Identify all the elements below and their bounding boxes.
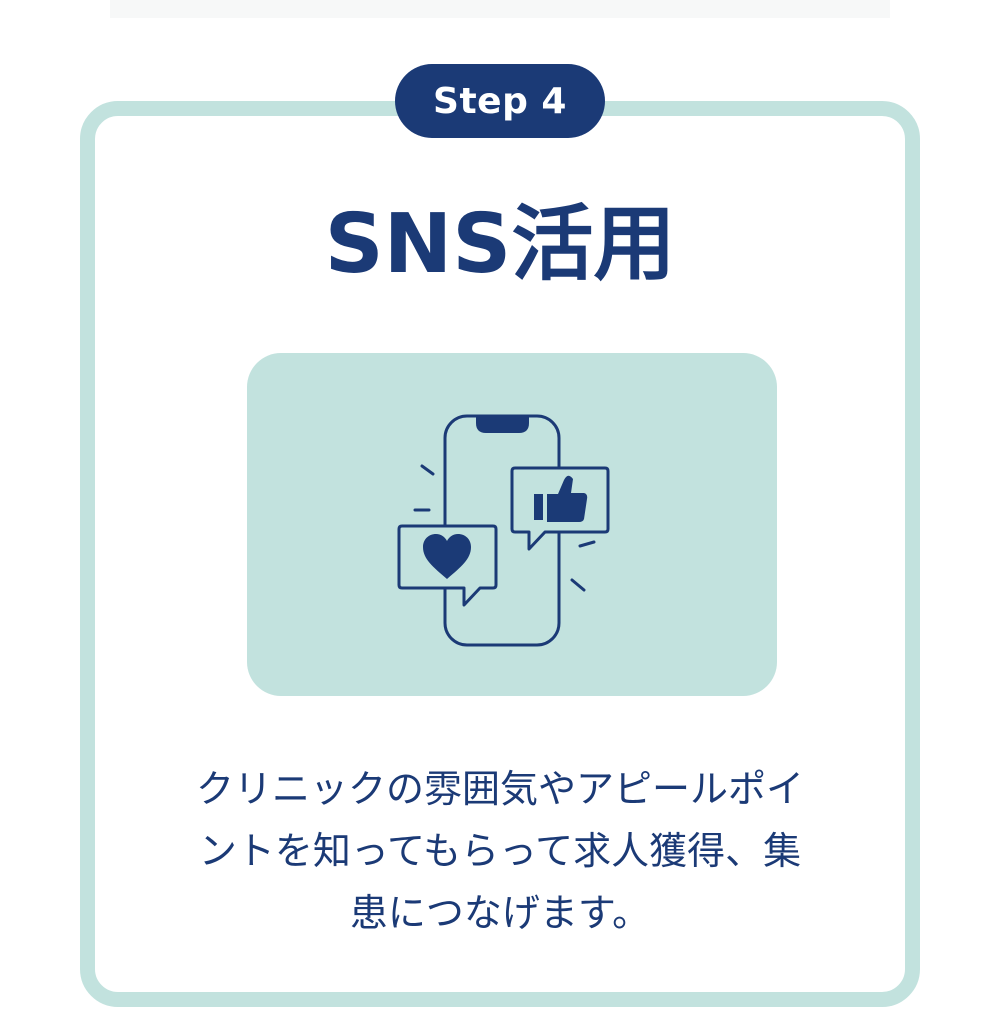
thumbs-up-icon bbox=[534, 475, 588, 522]
description-line: クリニックの雰囲気やアピールポイ bbox=[195, 767, 804, 811]
card-description: クリニックの雰囲気やアピールポイ ントを知ってもらって求人獲得、集 患につなげま… bbox=[140, 758, 860, 944]
illustration-panel bbox=[247, 353, 777, 696]
description-line: 患につなげます。 bbox=[349, 891, 651, 935]
description-line: ントを知ってもらって求人獲得、集 bbox=[198, 829, 802, 873]
step-badge: Step 4 bbox=[395, 64, 605, 138]
top-divider-strip bbox=[110, 0, 890, 18]
heart-icon bbox=[423, 534, 471, 579]
card-title: SNS活用 bbox=[324, 197, 676, 292]
smartphone-social-icon bbox=[397, 414, 610, 647]
